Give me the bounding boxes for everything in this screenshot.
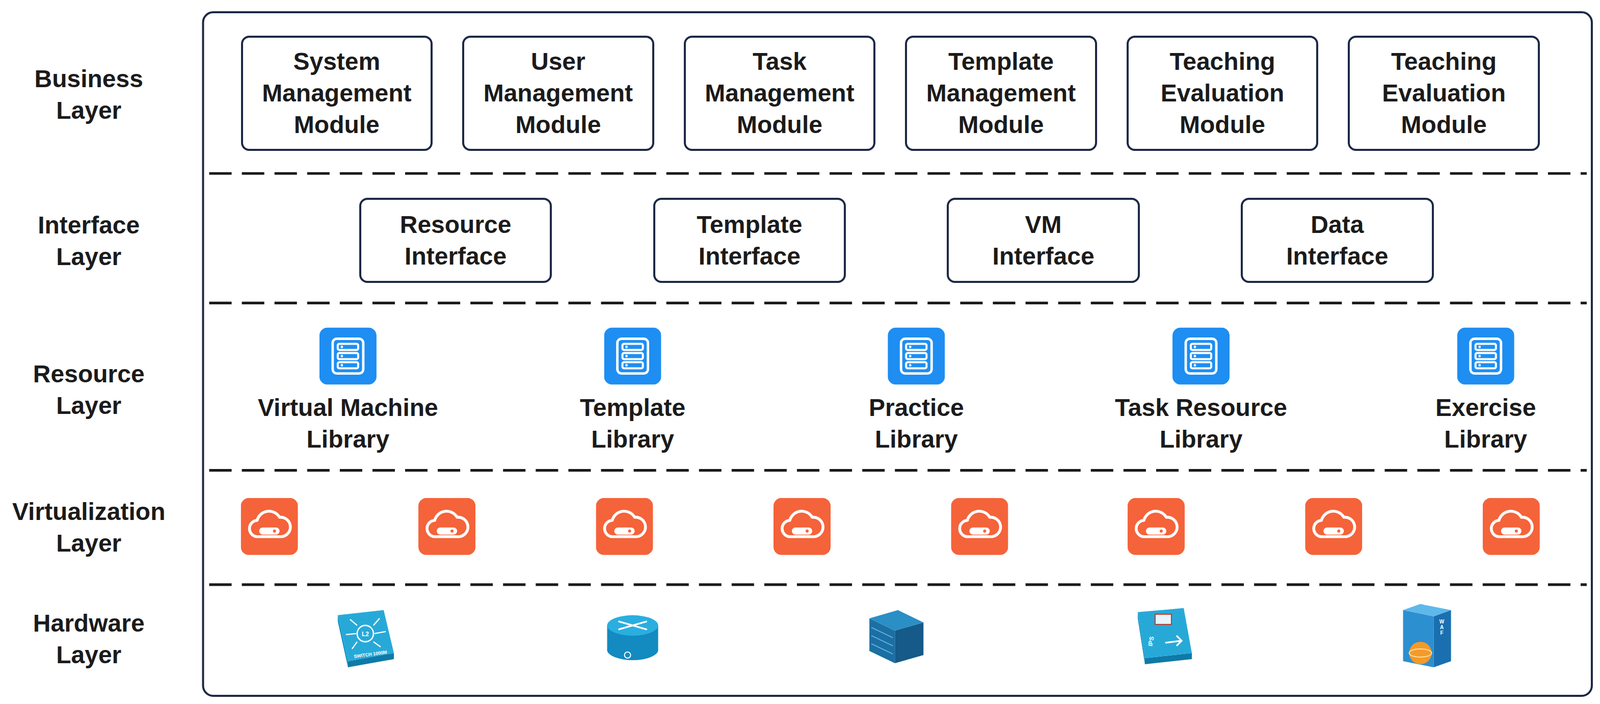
library-name: Task Resource Library: [1099, 391, 1303, 456]
layer-name: Hardware Layer: [7, 607, 171, 671]
switch-face: [337, 609, 394, 661]
ips-panel: [1155, 614, 1172, 625]
switch-icon: [337, 609, 394, 668]
interface-box: Resource Interface: [359, 197, 552, 283]
module-box: Teaching Evaluation Module: [1347, 35, 1540, 151]
waf-globe-line: [1409, 648, 1432, 657]
module-box: User Management Module: [462, 35, 654, 151]
layer-name: Resource Layer: [7, 358, 171, 422]
layer-dividers: [209, 173, 1587, 585]
layer-name: Business Layer: [7, 63, 171, 127]
box-text: Template Management Module: [919, 45, 1083, 141]
device-mark: WAF: [1438, 618, 1445, 635]
virtualization-icon: [241, 497, 299, 555]
library-name: Practice Library: [834, 391, 998, 456]
library-name: Virtual Machine Library: [246, 391, 450, 456]
switch-arrow: [350, 619, 358, 626]
virtualization-icon: [595, 497, 653, 555]
router-icon: [607, 615, 659, 660]
waf-top: [1403, 603, 1452, 617]
box-text: Resource Interface: [389, 208, 522, 273]
library-icon: [1172, 327, 1230, 385]
switch-arrows: [345, 618, 386, 649]
router-top: [607, 615, 659, 636]
switch-arrow: [374, 631, 386, 634]
router-port: [624, 651, 631, 658]
library-name: Template Library: [551, 391, 715, 456]
layer-name: Interface Layer: [7, 209, 171, 273]
virtualization-icon: [1482, 497, 1540, 555]
interface-box: Template Interface: [653, 197, 846, 283]
layer-divider: [209, 172, 1587, 175]
router-arrow: [618, 621, 648, 630]
layer-divider: [209, 582, 1587, 586]
layer-divider: [209, 468, 1587, 472]
box-text: System Management Module: [255, 45, 419, 141]
switch-arrow: [345, 633, 357, 635]
server-icon: [869, 609, 924, 663]
ips-icon: [1137, 607, 1192, 664]
device-mark: L2: [361, 630, 369, 638]
interface-box: VM Interface: [946, 197, 1140, 283]
box-text: User Management Module: [476, 45, 640, 141]
server-stripes: [871, 627, 893, 654]
outer-frame: [203, 12, 1592, 696]
router-arrow: [618, 621, 648, 630]
module-box: System Management Module: [241, 35, 433, 151]
waf-side: [1433, 609, 1452, 668]
server-stripe: [871, 643, 893, 654]
virtualization-icon: [950, 497, 1008, 555]
virtualization-icon: [418, 497, 476, 555]
switch-arrow: [373, 618, 380, 626]
layer-name: Virtualization Layer: [7, 495, 171, 559]
switch-arrow: [373, 641, 381, 647]
virtualization-icon: [1127, 497, 1185, 555]
waf-globe: [1409, 641, 1432, 664]
router-arrows: [618, 621, 648, 630]
router-base: [607, 639, 659, 660]
box-text: Teaching Evaluation Module: [1140, 45, 1304, 141]
library-icon: [604, 327, 662, 385]
waf-icon: [1403, 603, 1452, 668]
library-name: Exercise Library: [1404, 391, 1568, 456]
switch-ring: [357, 625, 374, 642]
box-text: VM Interface: [977, 208, 1110, 273]
server-stripe: [871, 635, 893, 646]
library-icon: [887, 327, 945, 385]
module-box: Task Management Module: [683, 35, 876, 151]
ips-arrow: [1165, 635, 1182, 646]
module-box: Template Management Module: [904, 35, 1097, 151]
server-top: [869, 609, 924, 631]
switch-arrow: [352, 641, 358, 649]
box-text: Task Management Module: [698, 45, 862, 141]
library-icon: [1457, 327, 1515, 385]
box-text: Data Interface: [1270, 208, 1404, 273]
server-stripe: [871, 627, 893, 638]
box-text: Template Interface: [683, 208, 816, 273]
waf-front: [1403, 609, 1434, 668]
library-icon: [319, 327, 377, 385]
ips-face: [1137, 607, 1192, 658]
interface-box: Data Interface: [1240, 197, 1434, 283]
module-box: Teaching Evaluation Module: [1126, 35, 1319, 151]
layer-divider: [209, 301, 1587, 305]
box-text: Teaching Evaluation Module: [1362, 45, 1526, 141]
virtualization-icon: [1304, 497, 1363, 555]
virtualization-icon: [773, 497, 831, 555]
